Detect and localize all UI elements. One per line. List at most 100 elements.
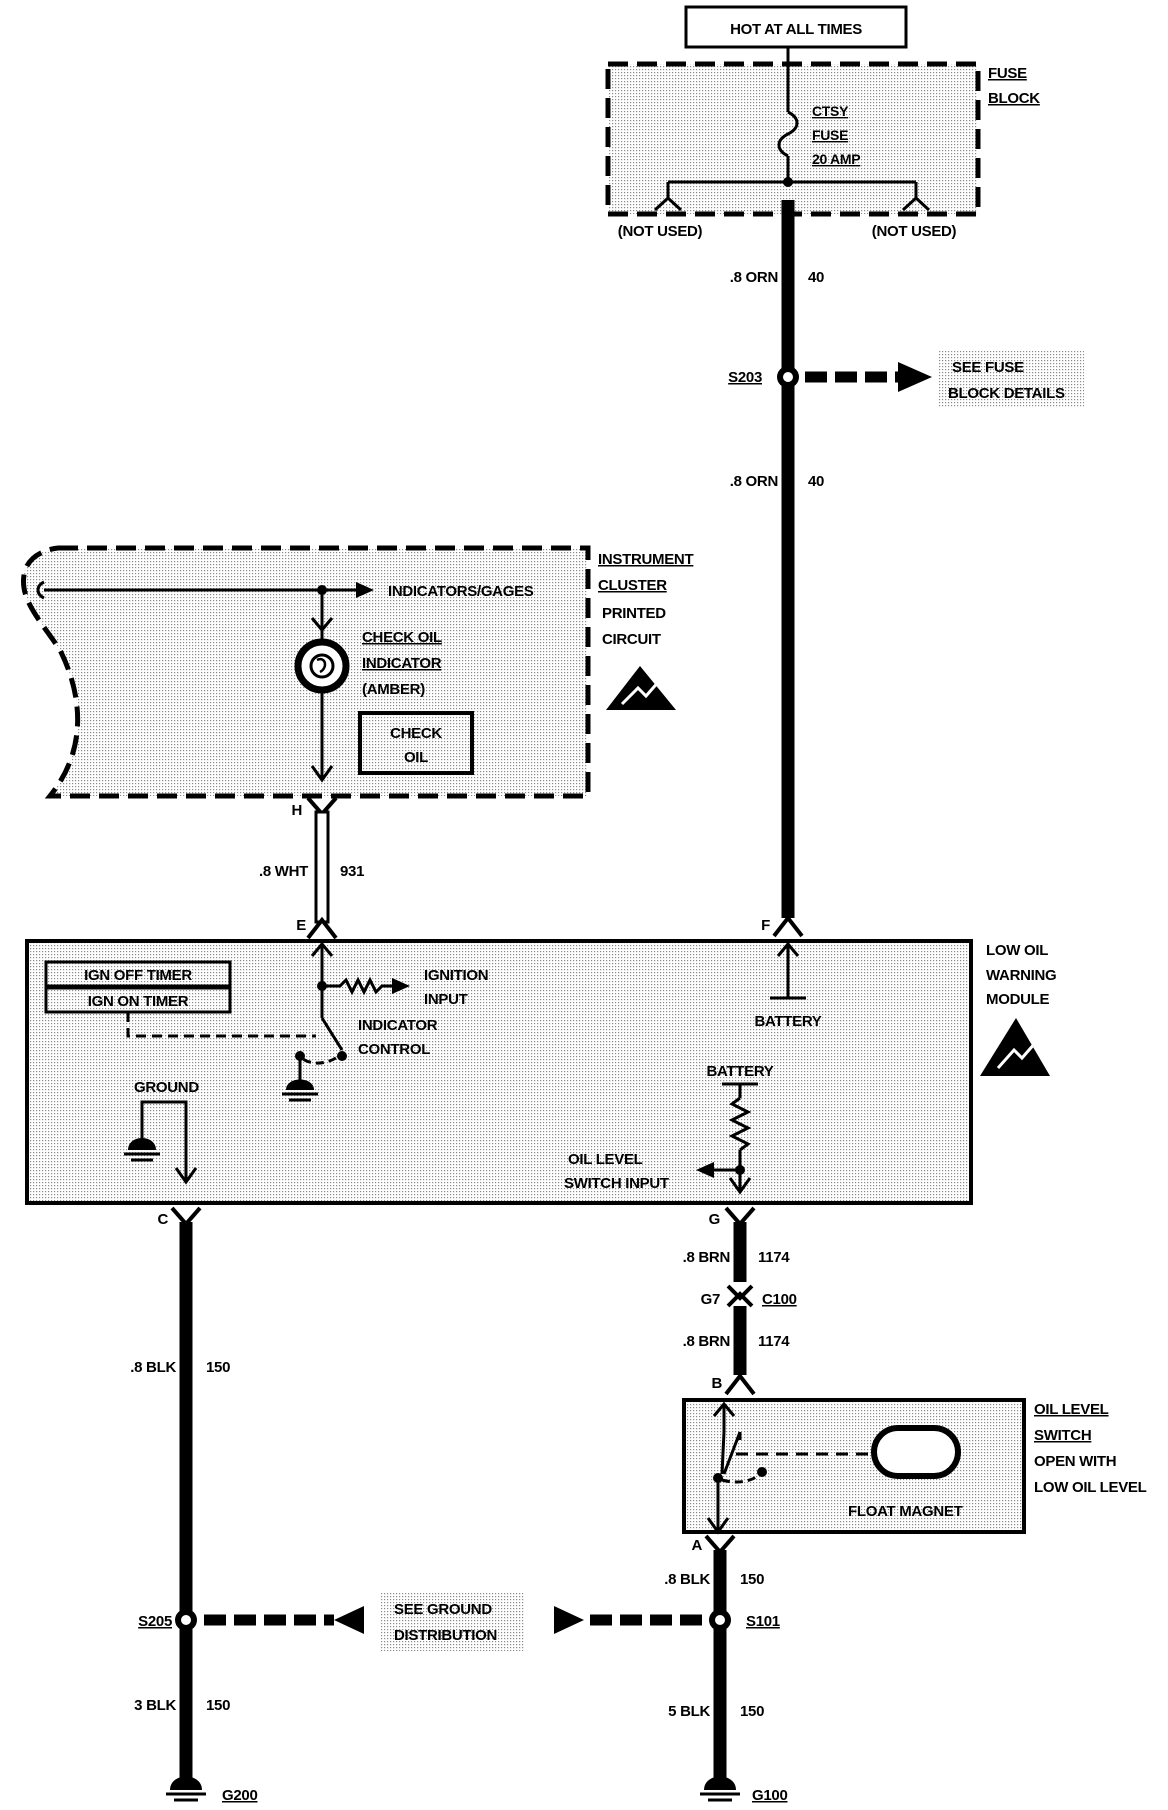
s205-label: S205 bbox=[138, 1613, 172, 1630]
fuse-label-3: 20 AMP bbox=[812, 151, 860, 167]
ign-off-timer-label: IGN OFF TIMER bbox=[84, 967, 192, 984]
blk-left-top-gauge: .8 BLK bbox=[130, 1359, 176, 1376]
indicator-control-label-1: INDICATOR bbox=[358, 1017, 438, 1034]
connector-c-label: C bbox=[157, 1211, 168, 1228]
battery-g-label: BATTERY bbox=[706, 1063, 773, 1080]
brn-bottom-gauge: .8 BRN bbox=[683, 1333, 730, 1350]
fuse-block-label-2: BLOCK bbox=[988, 90, 1040, 107]
see-ground-label-2: DISTRIBUTION bbox=[394, 1627, 497, 1644]
brn-bottom-circuit: 1174 bbox=[758, 1333, 790, 1350]
fuse-block-label-1: FUSE bbox=[988, 65, 1027, 82]
module-ground-label: GROUND bbox=[134, 1079, 199, 1096]
module-title-3: MODULE bbox=[986, 991, 1049, 1008]
module-title-2: WARNING bbox=[986, 967, 1056, 984]
s101-label: S101 bbox=[746, 1613, 780, 1630]
indicator-ground-icon bbox=[286, 1079, 314, 1090]
g200-label: G200 bbox=[222, 1787, 258, 1804]
cluster-title-4: CIRCUIT bbox=[602, 631, 661, 648]
blk-right-bottom-gauge: 5 BLK bbox=[668, 1703, 710, 1720]
module-ground-icon bbox=[128, 1138, 156, 1150]
orn-top-circuit: 40 bbox=[808, 269, 824, 286]
see-ground-label-1: SEE GROUND bbox=[394, 1601, 492, 1618]
float-magnet-icon bbox=[871, 1425, 961, 1479]
g200-ground-icon bbox=[170, 1776, 202, 1790]
check-oil-indicator-label-1: CHECK OIL bbox=[362, 629, 442, 646]
g100-label: G100 bbox=[752, 1787, 788, 1804]
ignition-input-label-1: IGNITION bbox=[424, 967, 488, 984]
connector-a bbox=[704, 1534, 736, 1556]
hot-at-all-times-label: HOT AT ALL TIMES bbox=[730, 21, 862, 38]
switch-title-1: OIL LEVEL bbox=[1034, 1401, 1109, 1418]
module-esd-warning-icon bbox=[980, 1018, 1050, 1076]
check-oil-indicator-label-2: INDICATOR bbox=[362, 655, 442, 672]
orn-top-gauge: .8 ORN bbox=[730, 269, 778, 286]
switch-note-1: OPEN WITH bbox=[1034, 1453, 1116, 1470]
check-oil-message-box bbox=[358, 711, 474, 775]
switch-note-2: LOW OIL LEVEL bbox=[1034, 1479, 1147, 1496]
connector-e-label: E bbox=[296, 917, 306, 934]
see-fuse-label-1: SEE FUSE bbox=[952, 359, 1024, 376]
g7-label: G7 bbox=[701, 1291, 720, 1308]
indicators-gages-label: INDICATORS/GAGES bbox=[388, 583, 534, 600]
orn-bottom-gauge: .8 ORN bbox=[730, 473, 778, 490]
oil-level-switch-box bbox=[682, 1398, 1026, 1534]
cluster-title-3: PRINTED bbox=[602, 605, 666, 622]
indicator-control-label-2: CONTROL bbox=[358, 1041, 430, 1058]
wht-gauge: .8 WHT bbox=[259, 863, 308, 880]
oil-level-switch-input-label-1: OIL LEVEL bbox=[568, 1151, 643, 1168]
fuse-block-outline bbox=[605, 61, 981, 217]
connector-b bbox=[724, 1372, 756, 1396]
ign-off-timer-box bbox=[44, 960, 232, 988]
wht-circuit: 931 bbox=[340, 863, 364, 880]
connector-g-label: G bbox=[709, 1211, 720, 1228]
float-magnet-label: FLOAT MAGNET bbox=[848, 1503, 963, 1520]
connector-h-label: H bbox=[291, 802, 302, 819]
ign-on-timer-box bbox=[44, 986, 232, 1014]
ignition-input-label-2: INPUT bbox=[424, 991, 468, 1008]
see-fuse-block-details-box bbox=[938, 350, 1084, 408]
orn-bottom-circuit: 40 bbox=[808, 473, 824, 490]
module-title-1: LOW OIL bbox=[986, 942, 1048, 959]
c100-label: C100 bbox=[762, 1291, 797, 1308]
hot-at-all-times-box bbox=[684, 5, 908, 49]
check-oil-indicator-label-3: (AMBER) bbox=[362, 681, 425, 698]
oil-level-switch-contact bbox=[720, 1431, 726, 1475]
check-oil-box-line-1: CHECK bbox=[390, 725, 442, 742]
cluster-title-2: CLUSTER bbox=[598, 577, 667, 594]
indicator-control-switch bbox=[320, 1017, 344, 1051]
fuse-label-1: CTSY bbox=[812, 103, 849, 119]
esd-warning-icon bbox=[606, 666, 676, 710]
g100-ground-icon bbox=[704, 1776, 736, 1790]
oil-level-switch-input-label-2: SWITCH INPUT bbox=[564, 1175, 669, 1192]
battery-f-label: BATTERY bbox=[754, 1013, 821, 1030]
brn-top-gauge: .8 BRN bbox=[683, 1249, 730, 1266]
not-used-left: (NOT USED) bbox=[618, 223, 703, 240]
connector-c100 bbox=[726, 1284, 754, 1308]
fuse-label-2: FUSE bbox=[812, 127, 848, 143]
wht-wire-931 bbox=[314, 810, 330, 924]
check-oil-box-line-2: OIL bbox=[404, 749, 428, 766]
check-oil-indicator-lamp-icon bbox=[294, 638, 350, 694]
connector-f-label: F bbox=[761, 917, 770, 934]
ign-on-timer-label: IGN ON TIMER bbox=[88, 993, 189, 1010]
s203-label: S203 bbox=[728, 369, 762, 386]
brn-top-circuit: 1174 bbox=[758, 1249, 790, 1266]
fuse-symbol bbox=[777, 110, 799, 158]
connector-c bbox=[170, 1206, 202, 1228]
connector-f bbox=[772, 914, 804, 938]
not-used-right: (NOT USED) bbox=[872, 223, 957, 240]
blk-right-top-circuit: 150 bbox=[740, 1571, 764, 1588]
blk-left-bottom-gauge: 3 BLK bbox=[134, 1697, 176, 1714]
connector-e bbox=[306, 916, 338, 940]
see-ground-distribution-box bbox=[380, 1593, 524, 1651]
see-fuse-label-2: BLOCK DETAILS bbox=[948, 385, 1065, 402]
blk-right-bottom-circuit: 150 bbox=[740, 1703, 764, 1720]
connector-g bbox=[724, 1206, 756, 1228]
connector-b-label: B bbox=[711, 1375, 722, 1392]
connector-a-label: A bbox=[691, 1537, 702, 1554]
blk-left-top-circuit: 150 bbox=[206, 1359, 230, 1376]
switch-title-2: SWITCH bbox=[1034, 1427, 1091, 1444]
blk-left-bottom-circuit: 150 bbox=[206, 1697, 230, 1714]
blk-right-top-gauge: .8 BLK bbox=[664, 1571, 710, 1588]
